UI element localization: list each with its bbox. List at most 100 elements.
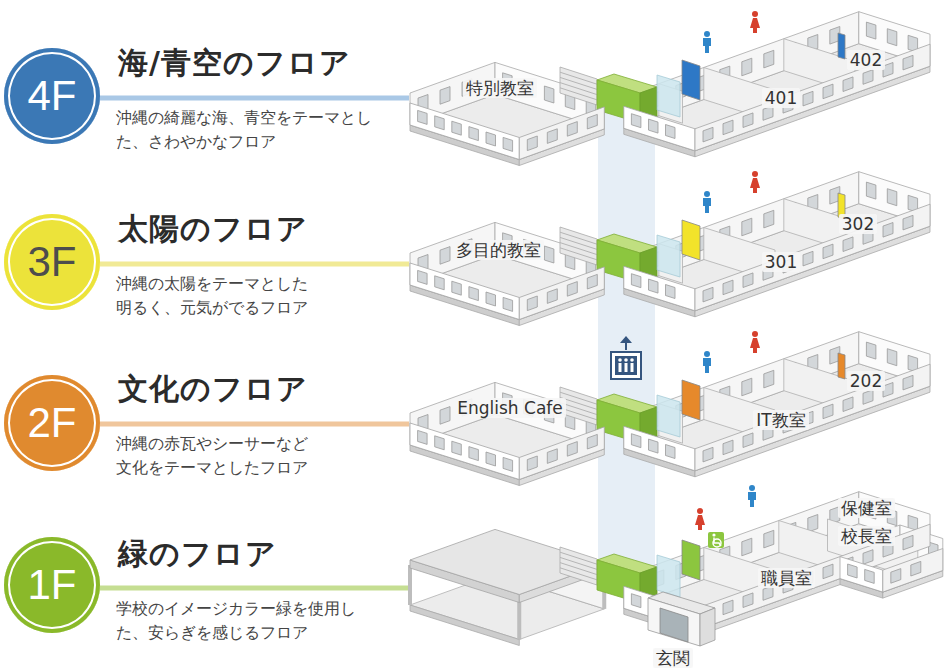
room-label: 401 bbox=[762, 88, 800, 108]
stair-step bbox=[560, 568, 597, 580]
window bbox=[547, 449, 557, 464]
window bbox=[547, 289, 557, 304]
front-wall bbox=[519, 267, 604, 320]
room-label: 玄関 bbox=[653, 648, 693, 668]
window bbox=[764, 370, 774, 388]
window bbox=[887, 29, 897, 46]
elevator-person bbox=[624, 358, 628, 362]
accessible-icon bbox=[708, 532, 724, 548]
elevator-arrow bbox=[620, 336, 632, 343]
stair-step bbox=[560, 557, 597, 569]
toilet-icon bbox=[748, 492, 756, 507]
window bbox=[742, 378, 752, 396]
window bbox=[743, 113, 753, 128]
entrance-door bbox=[660, 608, 688, 642]
window bbox=[486, 292, 496, 306]
window bbox=[567, 282, 577, 297]
toilet-icon bbox=[752, 331, 758, 337]
window bbox=[764, 530, 774, 548]
window bbox=[631, 594, 641, 608]
window bbox=[723, 440, 733, 455]
floor-rule bbox=[100, 422, 409, 427]
accessible-icon bbox=[712, 533, 715, 536]
front-wall bbox=[410, 263, 519, 320]
toilet-icon bbox=[703, 38, 711, 53]
window bbox=[503, 137, 512, 151]
window bbox=[764, 50, 774, 68]
window bbox=[743, 593, 753, 608]
window bbox=[843, 237, 853, 252]
front-wall bbox=[624, 106, 695, 151]
floor-description: 学校のイメージカラー緑を使用し た、安らぎを感じるフロア bbox=[116, 597, 358, 645]
window bbox=[823, 244, 833, 259]
elevator-person bbox=[625, 363, 628, 372]
elevator-person bbox=[618, 358, 622, 362]
window bbox=[903, 55, 913, 70]
window bbox=[843, 77, 853, 92]
stair-step bbox=[560, 83, 597, 95]
window bbox=[440, 247, 450, 265]
floor-rule bbox=[100, 96, 409, 101]
room-label: 302 bbox=[839, 214, 877, 234]
front-wall bbox=[519, 427, 604, 480]
window bbox=[527, 296, 537, 311]
shaft bbox=[598, 95, 655, 585]
window bbox=[666, 285, 676, 299]
window bbox=[703, 127, 713, 142]
window bbox=[863, 70, 873, 85]
glass-panel bbox=[657, 395, 680, 437]
front-wall bbox=[695, 524, 930, 631]
window bbox=[587, 434, 597, 449]
stair-step bbox=[560, 552, 597, 564]
floor-rule bbox=[100, 262, 409, 267]
toilet-icon bbox=[750, 178, 760, 193]
canopy-roof bbox=[410, 529, 604, 594]
window bbox=[587, 274, 597, 289]
window bbox=[631, 114, 641, 128]
elevator-car bbox=[615, 356, 637, 375]
pillar bbox=[408, 565, 412, 605]
toilet-icon bbox=[704, 191, 710, 197]
window bbox=[743, 273, 753, 288]
back-wall bbox=[624, 492, 859, 609]
window bbox=[666, 125, 676, 139]
toilet-icon bbox=[752, 171, 758, 177]
toilet-icon bbox=[703, 198, 711, 213]
stair-step bbox=[560, 72, 597, 84]
window bbox=[883, 223, 893, 238]
window bbox=[808, 515, 818, 533]
front-wall bbox=[695, 44, 930, 151]
window bbox=[823, 564, 833, 579]
floor-plan bbox=[410, 485, 943, 646]
window bbox=[703, 287, 713, 302]
stair-step bbox=[560, 237, 597, 249]
window bbox=[418, 110, 428, 124]
stairs bbox=[560, 67, 597, 105]
floor-plan bbox=[410, 171, 930, 326]
back-wall bbox=[624, 172, 859, 289]
window bbox=[631, 434, 641, 448]
window bbox=[803, 91, 813, 106]
floor-description: 沖縄の赤瓦やシーサーなど 文化をテーマとしたフロア bbox=[116, 432, 311, 480]
window bbox=[887, 189, 897, 206]
floor-number: 4F bbox=[27, 75, 76, 117]
window bbox=[764, 210, 774, 228]
window bbox=[418, 430, 428, 444]
window bbox=[666, 445, 676, 459]
stair-step bbox=[560, 248, 597, 260]
front-wall bbox=[883, 549, 943, 593]
room-label: 301 bbox=[762, 252, 800, 272]
stair-step bbox=[560, 77, 597, 89]
window bbox=[891, 569, 901, 584]
stair-step bbox=[560, 563, 597, 575]
floor-rule bbox=[100, 586, 409, 591]
window bbox=[843, 397, 853, 412]
colored-door bbox=[682, 540, 700, 580]
window bbox=[631, 274, 641, 288]
elevator-person bbox=[630, 358, 634, 362]
colored-door bbox=[682, 220, 700, 260]
floor-number: 1F bbox=[27, 564, 76, 606]
window bbox=[743, 433, 753, 448]
window bbox=[435, 116, 445, 130]
window bbox=[567, 122, 577, 137]
